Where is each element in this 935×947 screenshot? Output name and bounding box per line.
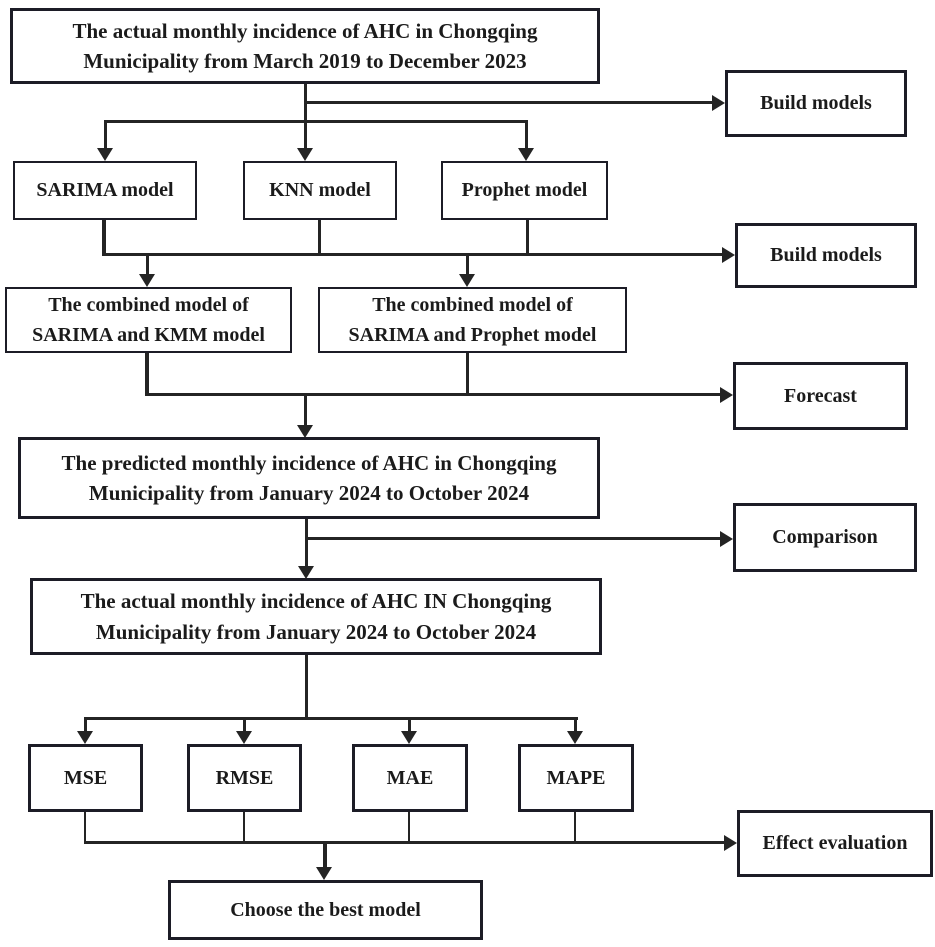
- arrowhead-combined-prophet: [459, 274, 475, 287]
- arrowhead-predicted: [297, 425, 313, 438]
- connector-knn-drop: [318, 220, 321, 256]
- arrowhead-prophet: [518, 148, 534, 161]
- connector-combined-kmm-stem: [146, 256, 149, 275]
- arrowhead-mape: [567, 731, 583, 744]
- node-forecast: Forecast: [733, 362, 908, 430]
- arrowhead-effect-evaluation: [724, 835, 737, 851]
- node-source-data: The actual monthly incidence of AHC in C…: [10, 8, 600, 84]
- node-effect-evaluation: Effect evaluation: [737, 810, 933, 877]
- connector-prophet-stem: [525, 121, 528, 149]
- connector-combined-kmm-drop: [145, 353, 149, 396]
- connector-combined-prophet-stem: [466, 256, 469, 275]
- node-combined-sarima-prophet: The combined model of SARIMA and Prophet…: [318, 287, 627, 353]
- connector-predicted-drop: [305, 519, 308, 566]
- node-mae: MAE: [352, 744, 468, 812]
- connector-sarima-drop: [102, 220, 106, 256]
- connector-actual-drop: [305, 655, 308, 720]
- connector-mape-drop: [574, 812, 576, 844]
- arrowhead-mae: [401, 731, 417, 744]
- connector-mse-stem: [84, 719, 87, 732]
- node-build-models-2: Build models: [735, 223, 917, 288]
- node-rmse: RMSE: [187, 744, 302, 812]
- node-combined-sarima-kmm: The combined model of SARIMA and KMM mod…: [5, 287, 292, 353]
- node-build-models-1: Build models: [725, 70, 907, 137]
- connector-forecast-branch: [145, 393, 720, 396]
- connector-mae-drop: [408, 812, 410, 844]
- arrowhead-comparison: [720, 531, 733, 547]
- connector-choose-stem: [323, 843, 327, 869]
- node-knn-model: KNN model: [243, 161, 397, 220]
- connector-mse-drop: [84, 812, 86, 844]
- connector-metrics-branch: [84, 717, 578, 720]
- connector-prophet-drop: [526, 220, 529, 256]
- connector-mape-stem: [574, 719, 577, 732]
- connector-models-branch: [104, 120, 528, 123]
- connector-effect-branch: [84, 841, 724, 844]
- node-choose-best-model: Choose the best model: [168, 880, 483, 940]
- connector-knn-stem: [304, 121, 307, 149]
- connector-sarima-stem: [104, 121, 107, 149]
- connector-mae-stem: [408, 719, 411, 732]
- connector-rmse-stem: [243, 719, 246, 732]
- arrowhead-build-models-1: [712, 95, 725, 111]
- arrowhead-choose-best: [316, 867, 332, 880]
- node-sarima-model: SARIMA model: [13, 161, 197, 220]
- node-prophet-model: Prophet model: [441, 161, 608, 220]
- connector-combined-branch: [102, 253, 722, 256]
- arrowhead-rmse: [236, 731, 252, 744]
- node-mse: MSE: [28, 744, 143, 812]
- arrowhead-sarima: [97, 148, 113, 161]
- node-comparison: Comparison: [733, 503, 917, 572]
- arrowhead-build-models-2: [722, 247, 735, 263]
- arrowhead-forecast: [720, 387, 733, 403]
- arrowhead-mse: [77, 731, 93, 744]
- node-predicted-data: The predicted monthly incidence of AHC i…: [18, 437, 600, 519]
- arrowhead-actual-2024: [298, 566, 314, 579]
- connector-combined-prophet-drop: [466, 353, 469, 396]
- arrowhead-combined-kmm: [139, 274, 155, 287]
- connector-rmse-drop: [243, 812, 245, 844]
- connector-to-build-models-1: [304, 101, 712, 104]
- node-actual-2024: The actual monthly incidence of AHC IN C…: [30, 578, 602, 655]
- connector-predicted-stem: [304, 394, 307, 425]
- node-mape: MAPE: [518, 744, 634, 812]
- arrowhead-knn: [297, 148, 313, 161]
- connector-comparison-branch: [306, 537, 720, 540]
